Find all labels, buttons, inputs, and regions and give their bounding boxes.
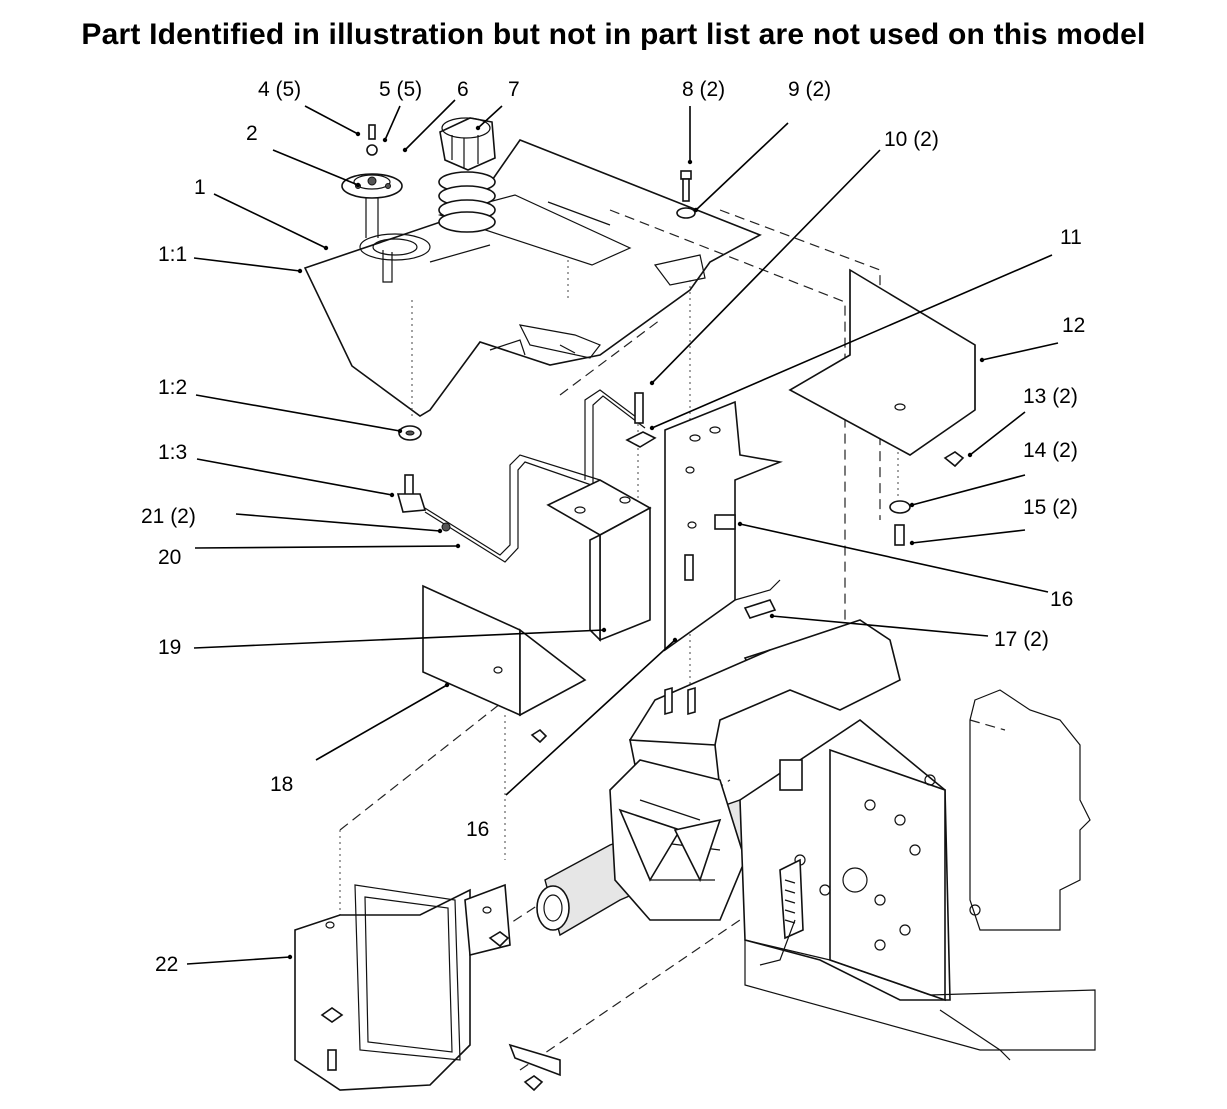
callout-labels: 4 (5) 5 (5) 6 7 8 (2) 9 (2) 10 (2) 2 1 1… (141, 78, 1085, 976)
callout-4: 4 (5) (258, 78, 301, 101)
callout-6: 6 (457, 78, 469, 101)
callout-1-3: 1:3 (158, 441, 187, 464)
callout-2: 2 (246, 122, 258, 145)
page-title: Part Identified in illustration but not … (81, 18, 1146, 51)
chassis-frame (536, 619, 1096, 1061)
callout-18: 18 (270, 773, 293, 796)
callout-20: 20 (158, 546, 181, 569)
callout-17: 17 (2) (994, 628, 1049, 651)
callout-1: 1 (194, 176, 206, 199)
callout-11: 11 (1060, 226, 1082, 249)
leader-dots (287, 125, 985, 960)
tank-support-bracket (546, 392, 783, 669)
callout-21: 21 (2) (141, 505, 196, 528)
heat-shield-right (788, 268, 976, 456)
callout-13: 13 (2) (1023, 385, 1078, 408)
callout-16-lower: 16 (466, 818, 489, 841)
tank-bolt-and-washer (676, 170, 696, 219)
heat-shield-left (422, 584, 587, 744)
callout-7: 7 (508, 78, 520, 101)
callout-14: 14 (2) (1023, 439, 1078, 462)
fasteners-right (889, 451, 965, 546)
callout-9: 9 (2) (788, 78, 831, 101)
callout-1-2: 1:2 (158, 376, 187, 399)
callout-5: 5 (5) (379, 78, 422, 101)
callout-19: 19 (158, 636, 181, 659)
callout-12: 12 (1062, 314, 1085, 337)
callout-16-upper: 16 (1050, 588, 1073, 611)
callout-10: 10 (2) (884, 128, 939, 151)
callout-1-1: 1:1 (158, 243, 187, 266)
callout-22: 22 (155, 953, 178, 976)
fuel-cap (438, 117, 496, 233)
leader-lines (186, 99, 1059, 965)
callout-15: 15 (2) (1023, 496, 1078, 519)
bottom-cover (294, 883, 561, 1092)
fuel-gauge-assembly (341, 124, 403, 238)
fuel-line (419, 389, 646, 563)
fuel-fittings (396, 425, 451, 532)
callout-8: 8 (2) (682, 78, 725, 101)
